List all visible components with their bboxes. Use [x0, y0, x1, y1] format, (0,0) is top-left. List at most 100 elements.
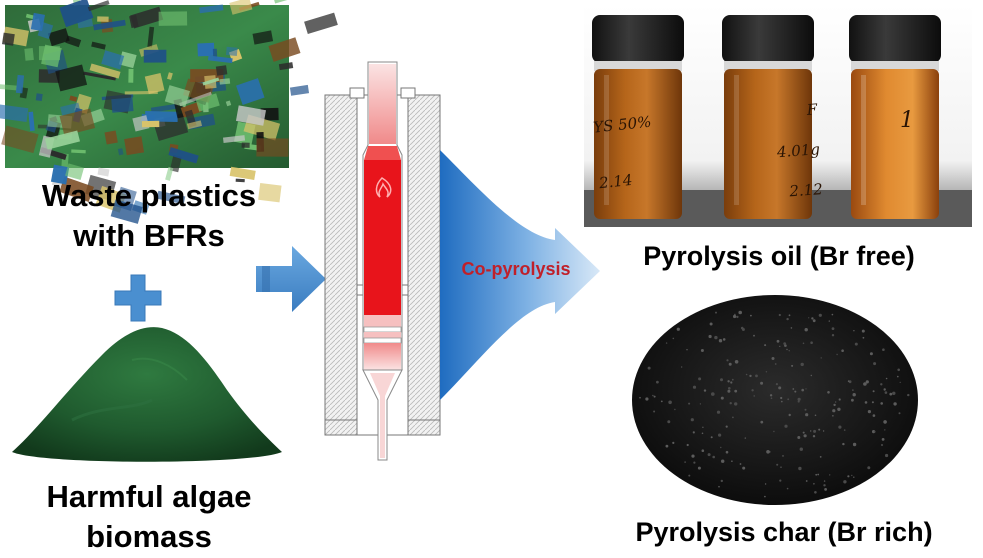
char-speck — [788, 314, 791, 317]
flame-icon — [375, 177, 392, 198]
pcb-component — [195, 93, 220, 112]
char-speck — [873, 430, 876, 433]
pcb-component — [65, 35, 82, 48]
char-speck — [764, 344, 767, 347]
vial-1-markings: YS 50% 2.14 — [592, 112, 653, 193]
char-speck — [800, 362, 804, 367]
pcb-component — [150, 103, 178, 113]
pcb-component — [252, 30, 274, 45]
char-speck — [794, 390, 797, 393]
char-speck — [744, 437, 746, 439]
char-speck — [779, 345, 781, 347]
pcb-component — [219, 78, 231, 85]
char-speck — [702, 426, 704, 428]
char-speck — [851, 474, 853, 477]
char-speck — [760, 381, 764, 385]
char-speck — [797, 397, 801, 401]
char-speck — [693, 461, 696, 464]
char-speck — [810, 374, 812, 377]
char-speck — [792, 388, 795, 390]
char-speck — [799, 447, 803, 451]
char-speck — [726, 359, 729, 362]
char-speck — [818, 313, 822, 317]
char-speck — [749, 374, 752, 378]
char-speck — [889, 392, 893, 396]
char-speck — [721, 459, 725, 463]
char-speck — [686, 443, 689, 447]
char-speck — [751, 389, 754, 392]
pcb-component — [229, 0, 253, 15]
char-speck — [810, 341, 813, 344]
pcb-component — [222, 135, 246, 143]
char-speck — [823, 484, 826, 487]
char-speck — [782, 455, 784, 457]
pcb-component — [235, 178, 245, 183]
char-speck — [867, 466, 871, 470]
char-speck — [734, 313, 736, 316]
char-speck — [716, 410, 721, 414]
char-speck — [684, 461, 686, 463]
pcb-component — [97, 16, 109, 22]
pcb-component — [28, 111, 35, 132]
char-speck — [668, 400, 672, 405]
pyrolysis-char-pile — [632, 295, 918, 505]
algae-label-line1: Harmful algae — [46, 479, 252, 514]
pcb-component — [156, 190, 186, 205]
char-speck — [843, 480, 847, 484]
char-speck — [725, 450, 729, 454]
pcb-component — [144, 73, 165, 95]
char-speck — [776, 339, 780, 343]
char-speck — [822, 430, 825, 432]
char-speck — [838, 425, 842, 429]
pcb-component — [229, 166, 256, 181]
char-speck — [722, 338, 726, 341]
char-speck — [714, 335, 718, 340]
char-speck — [871, 401, 874, 404]
char-speck — [701, 449, 705, 452]
char-label: Pyrolysis char (Br rich) — [635, 517, 933, 547]
char-speck — [812, 435, 816, 438]
pcb-component — [197, 42, 215, 57]
pcb-component — [164, 85, 190, 108]
pcb-component — [91, 41, 106, 50]
char-speck — [819, 456, 822, 458]
pcb-component — [71, 149, 86, 154]
char-speck — [753, 395, 755, 397]
char-speck — [804, 408, 807, 411]
algae-powder-pile — [12, 327, 282, 462]
pcb-component — [59, 108, 96, 136]
char-speck — [731, 460, 733, 462]
pcb-component — [144, 111, 178, 123]
char-speck — [656, 380, 659, 384]
pcb-component — [1, 125, 39, 154]
oil-label: Pyrolysis oil (Br free) — [643, 241, 915, 271]
char-speck — [814, 491, 817, 494]
plastics-label-line1: Waste plastics — [41, 178, 257, 213]
pcb-component — [129, 14, 139, 28]
char-speck — [690, 418, 694, 422]
char-speck — [753, 334, 755, 337]
char-speck — [736, 315, 739, 319]
char-speck — [885, 377, 888, 380]
char-speck — [853, 476, 855, 478]
char-speck — [731, 378, 734, 381]
char-speck — [801, 388, 804, 392]
char-speck — [885, 453, 889, 458]
char-speck — [893, 402, 897, 406]
char-speck — [728, 387, 731, 390]
pcb-component — [24, 48, 34, 61]
pcb-component — [268, 37, 301, 62]
char-speck — [709, 322, 713, 326]
char-speck — [750, 314, 752, 317]
char-speck — [880, 402, 883, 405]
pcb-component — [179, 91, 212, 107]
pcb-component — [256, 138, 289, 157]
char-speck — [692, 431, 695, 434]
char-speck — [720, 378, 723, 382]
pcb-component — [147, 26, 155, 48]
char-speck — [805, 413, 809, 417]
char-speck — [808, 317, 810, 319]
char-speck — [660, 400, 663, 403]
char-speck — [823, 480, 826, 482]
char-speck — [881, 438, 885, 441]
